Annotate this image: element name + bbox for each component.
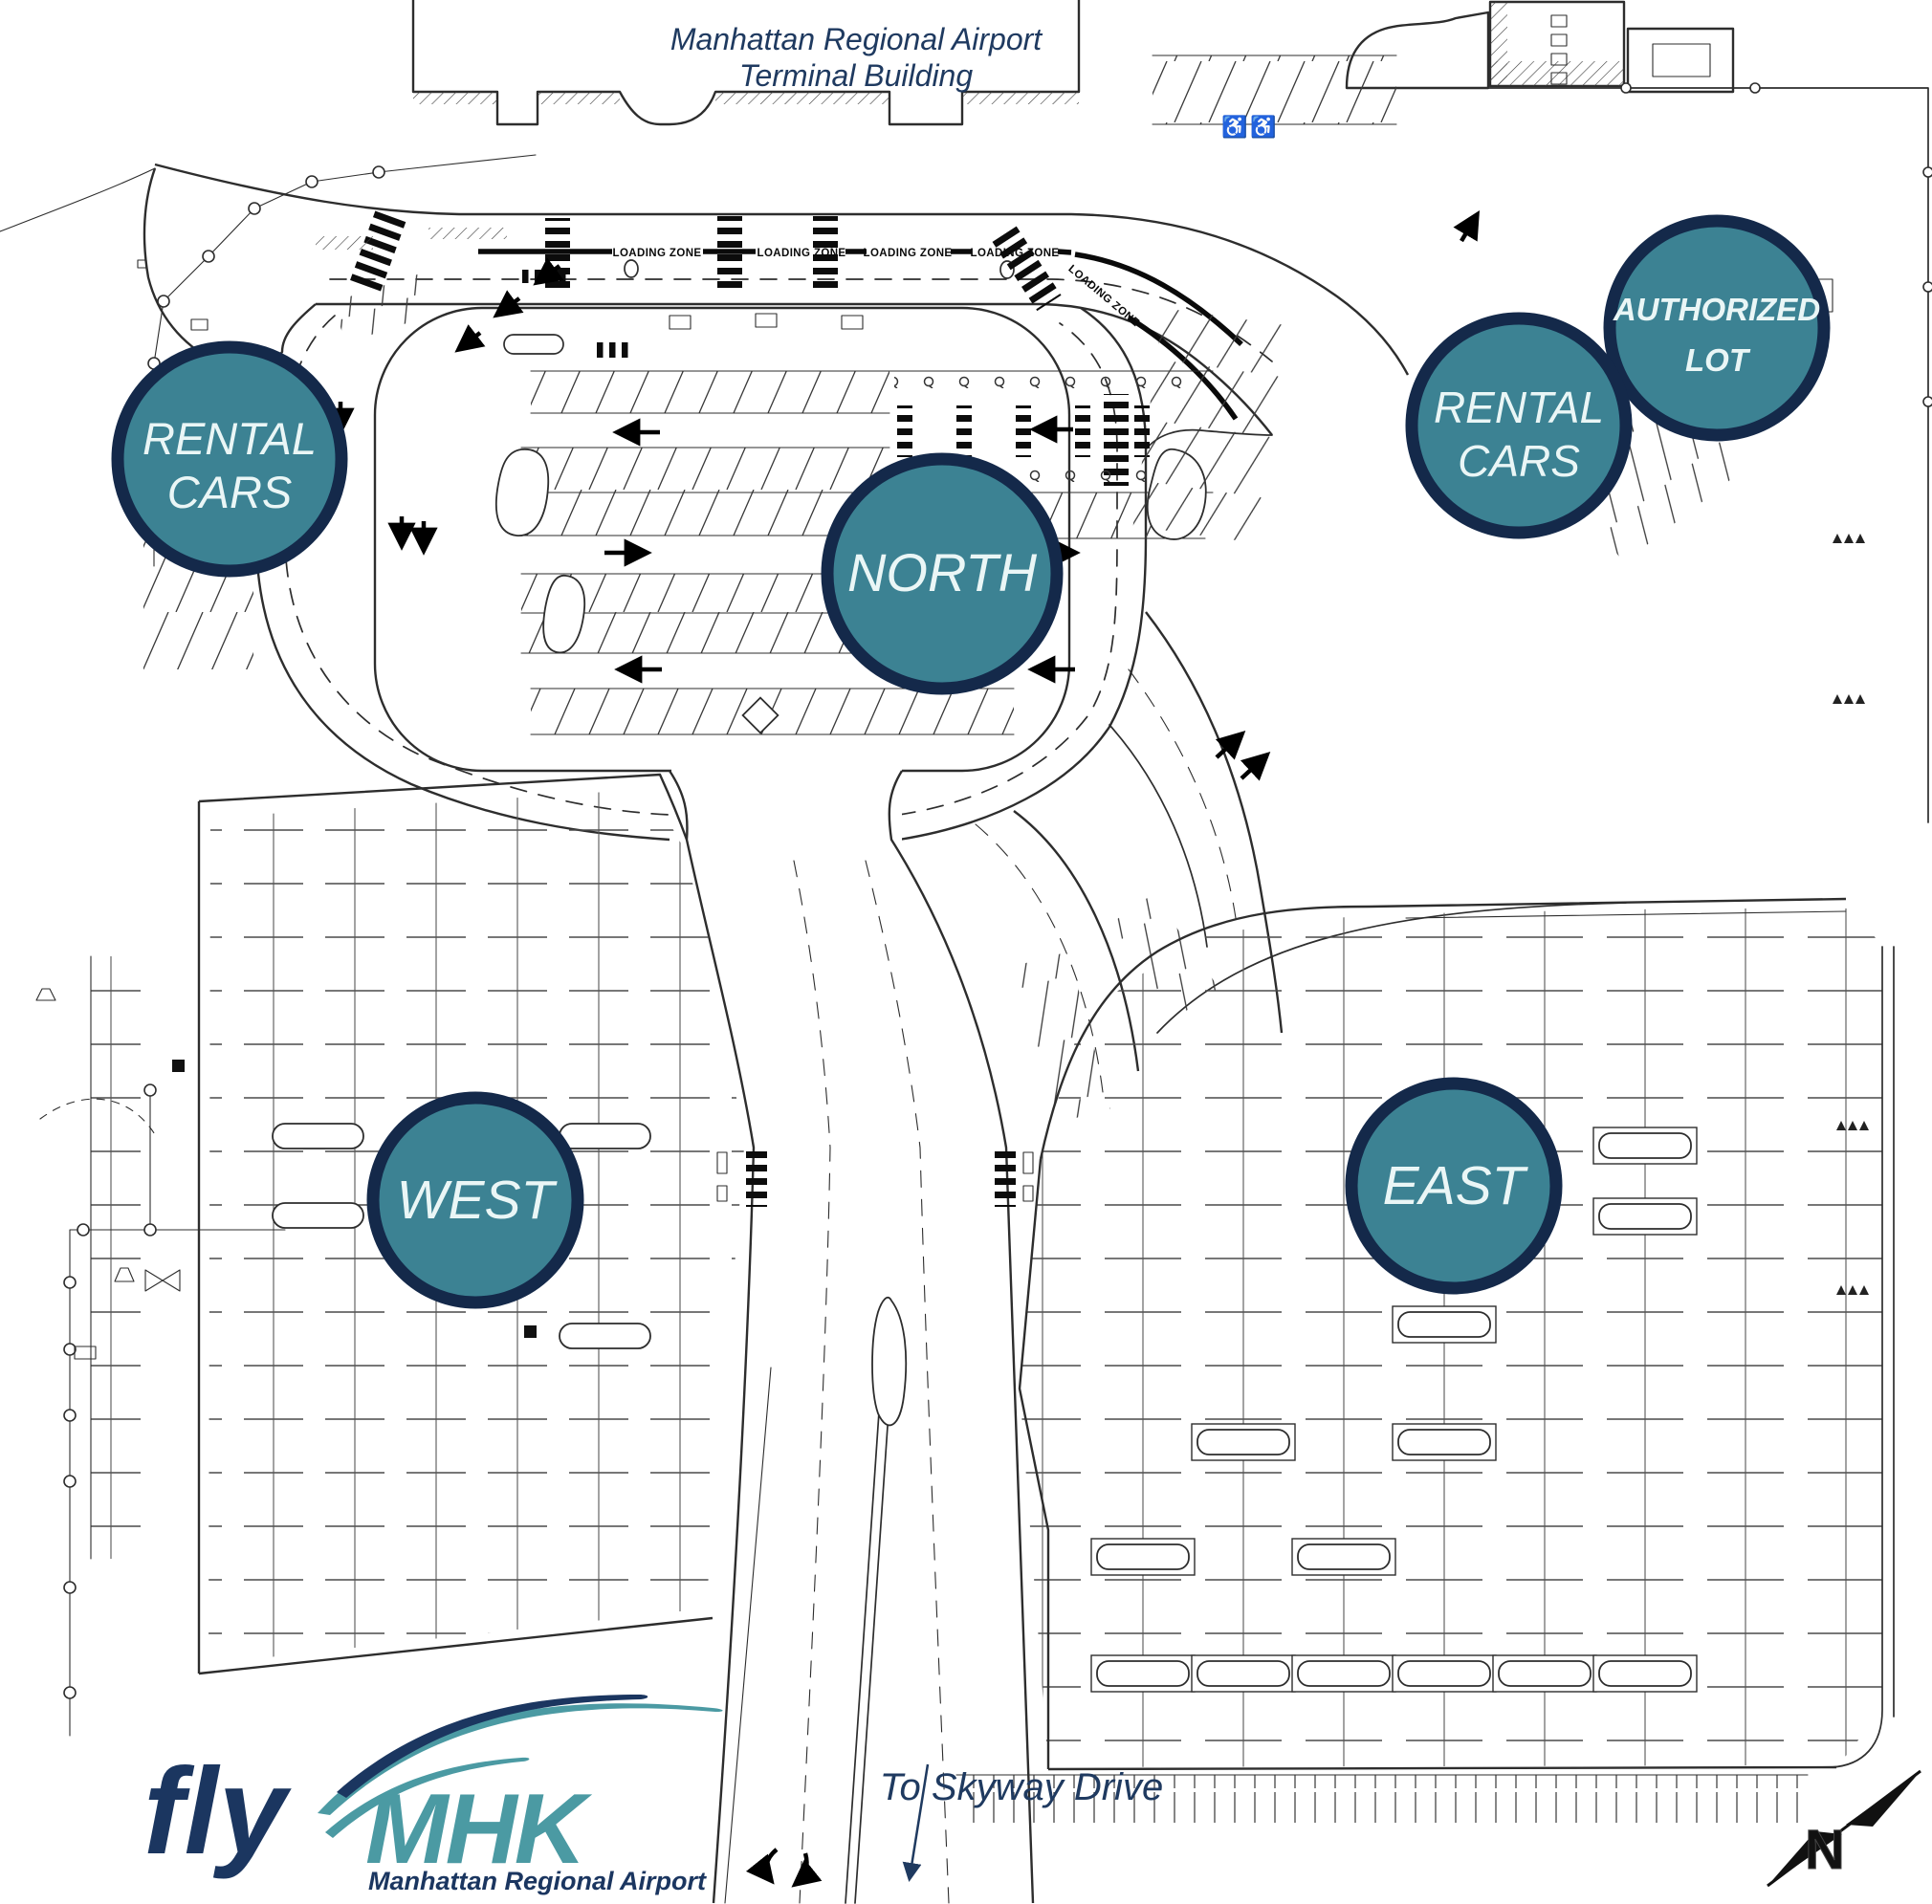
zone-label-rental-east-line2: CARS bbox=[1458, 436, 1580, 486]
southwest-fence bbox=[35, 988, 286, 1737]
zone-label-north: NORTH bbox=[847, 542, 1038, 602]
skyway-annotation: To Skyway Drive bbox=[880, 1763, 1163, 1882]
logo-fly: fly bbox=[143, 1743, 292, 1880]
zone-label-east: EAST bbox=[1383, 1155, 1529, 1216]
zone-rental-cars-east: RENTAL CARS bbox=[1405, 312, 1633, 539]
west-parking-lot bbox=[90, 773, 744, 1675]
zone-authorized-lot: AUTHORIZED LOT bbox=[1603, 214, 1831, 442]
zone-label-authorized-line1: AUTHORIZED bbox=[1613, 292, 1820, 327]
zone-label-west: WEST bbox=[397, 1170, 559, 1231]
wheelchair-icon: ♿ bbox=[1221, 115, 1247, 139]
lot-islands bbox=[272, 1123, 651, 1349]
zone-markers: AUTHORIZED LOT RENTAL CARS RENTAL CARS N… bbox=[111, 214, 1831, 1309]
zone-rental-cars-west: RENTAL CARS bbox=[111, 340, 348, 578]
zone-north: NORTH bbox=[821, 452, 1064, 695]
zone-label-rental-west-line1: RENTAL bbox=[143, 413, 317, 464]
hatched-outbuilding bbox=[1626, 27, 1735, 94]
logo-tagline: Manhattan Regional Airport bbox=[368, 1867, 707, 1895]
flymhk-logo: fly MHK Manhattan Regional Airport bbox=[143, 1695, 723, 1895]
loading-zone-label: LOADING ZONE bbox=[864, 248, 953, 259]
central-access-road bbox=[669, 765, 1035, 1904]
terminal-title-line2: Terminal Building bbox=[739, 58, 973, 93]
culvert-symbols bbox=[1833, 534, 1869, 1295]
northeast-buildings: ♿ ♿ bbox=[1152, 0, 1932, 823]
terminal-wall-hatch bbox=[413, 92, 497, 104]
logo-mhk: MHK bbox=[365, 1774, 593, 1885]
terminal-title-line1: Manhattan Regional Airport bbox=[670, 22, 1043, 56]
zone-label-rental-east-line1: RENTAL bbox=[1434, 383, 1604, 432]
east-parking-lot bbox=[955, 534, 1895, 1823]
logo-swoosh-navy bbox=[337, 1695, 648, 1798]
crosswalk bbox=[746, 1146, 1016, 1207]
to-skyway-drive-label: To Skyway Drive bbox=[880, 1766, 1163, 1808]
compass-n-label: N bbox=[1805, 1819, 1845, 1881]
loading-zone-label: LOADING ZONE bbox=[613, 248, 702, 259]
zone-label-authorized-line2: LOT bbox=[1685, 342, 1751, 378]
wheelchair-icon: ♿ bbox=[1250, 115, 1276, 139]
terminal-building: Manhattan Regional Airport Terminal Buil… bbox=[411, 0, 1081, 330]
north-compass: N bbox=[1767, 1769, 1921, 1888]
zone-east: EAST bbox=[1345, 1077, 1563, 1295]
zone-label-rental-west-line2: CARS bbox=[167, 467, 293, 517]
zone-west: WEST bbox=[366, 1091, 584, 1309]
lot-islands bbox=[1090, 1127, 1698, 1693]
